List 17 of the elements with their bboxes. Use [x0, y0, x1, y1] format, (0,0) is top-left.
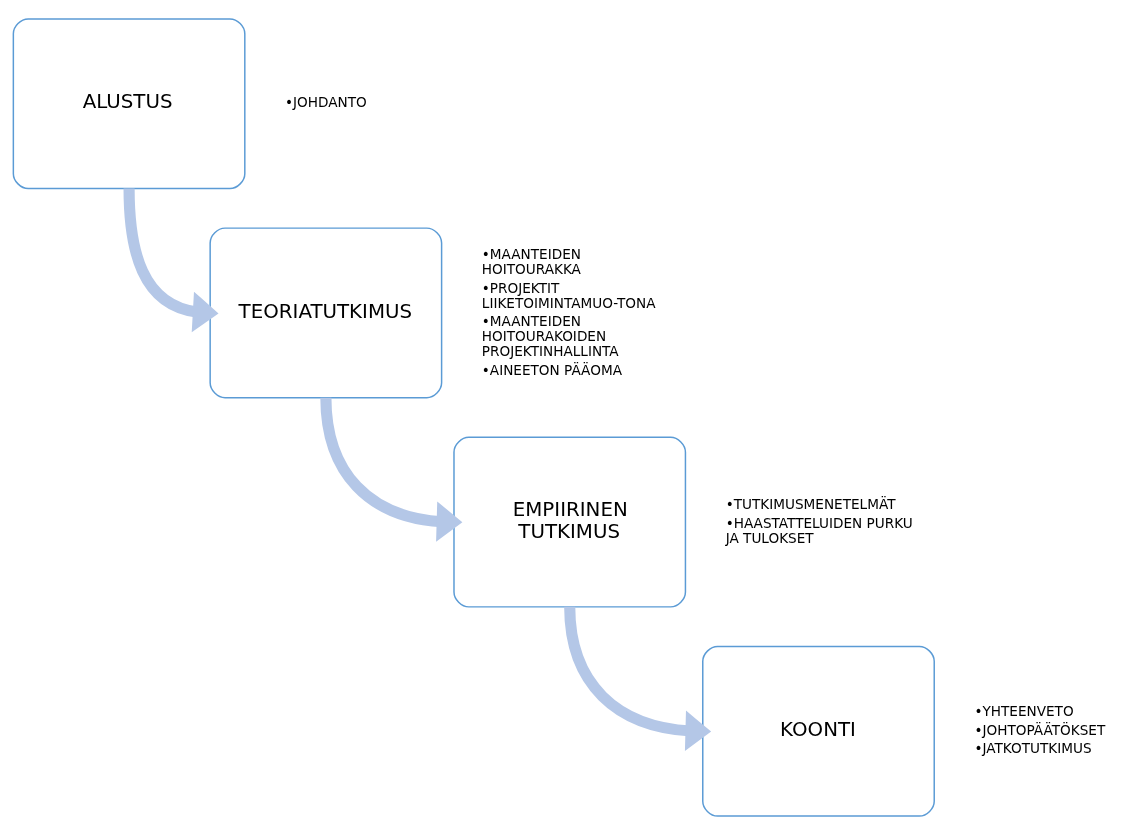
- node-label: •MAANTEIDEN HOITOURAKOIDEN PROJEKTINHALLINTA: [481, 312, 619, 359]
- node-box: KOONTI: [702, 645, 935, 817]
- node-label: •AINEETON PÄÄOMA: [481, 361, 622, 378]
- node-label: •YHTEENVETO: [974, 702, 1074, 719]
- node-label: •JOHDANTO: [285, 93, 367, 110]
- node-label: •JOHTOPÄÄTÖKSET: [974, 721, 1106, 738]
- node-box: EMPIIRINEN TUTKIMUS: [453, 436, 687, 608]
- node-box: ALUSTUS: [12, 17, 246, 189]
- node-label: •HAASTATTELUIDEN PURKU JA TULOKSET: [725, 514, 913, 546]
- arrow: [564, 606, 712, 751]
- arrow: [123, 187, 219, 332]
- node-box: TEORIATUTKIMUS: [209, 226, 443, 398]
- node-label: •JATKOTUTKIMUS: [974, 739, 1092, 756]
- node-label: •PROJEKTIT LIIKETOIMINTAMUO-TONA: [481, 279, 656, 311]
- arrow: [320, 396, 463, 542]
- node-label: •TUTKIMUSMENETELMÄT: [725, 495, 896, 512]
- node-label: •MAANTEIDEN HOITOURAKKA: [481, 245, 581, 277]
